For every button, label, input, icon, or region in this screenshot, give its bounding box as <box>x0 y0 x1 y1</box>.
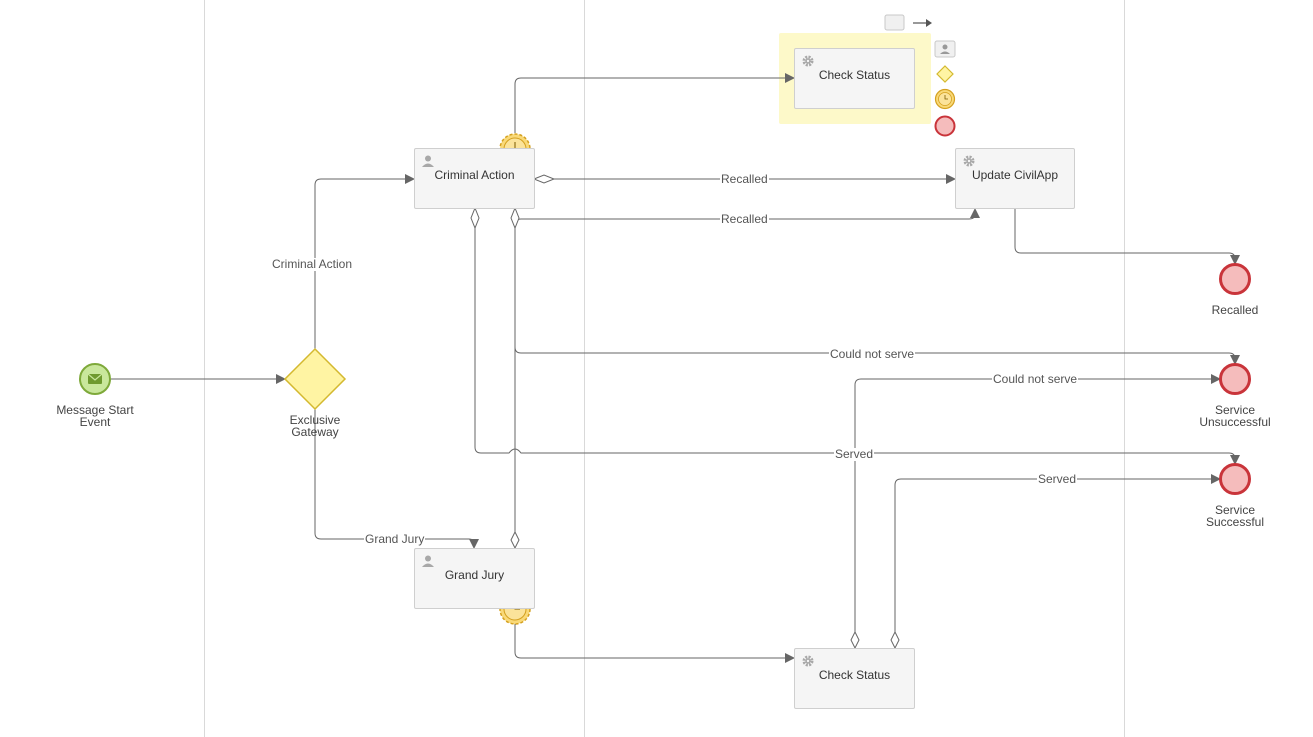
task-check-status-selected[interactable]: Check Status <box>794 48 915 109</box>
flow-gateway-to-criminal-action[interactable] <box>314 174 415 349</box>
flow-source-diamond <box>470 206 480 230</box>
flow-source-diamond <box>510 530 520 550</box>
flow-update-to-recalled[interactable] <box>1014 209 1240 265</box>
flow-could-not-serve-2[interactable] <box>854 374 1221 632</box>
lane-divider-2 <box>584 0 585 737</box>
task-label: Check Status <box>818 668 891 682</box>
timer-event-icon[interactable] <box>934 88 956 110</box>
flow-grand-timer-to-check-status[interactable] <box>514 624 795 663</box>
flow-label-served-2: Served <box>1037 472 1078 486</box>
task-update-civilapp[interactable]: Update CivilApp <box>955 148 1075 209</box>
user-icon <box>422 155 434 167</box>
gateway-icon[interactable] <box>936 65 954 83</box>
flow-label-recalled-1: Recalled <box>720 172 769 186</box>
end-event-service-unsuccessful[interactable] <box>1219 363 1251 395</box>
flow-label-served-1: Served <box>834 447 875 461</box>
end-recalled-label: Recalled <box>1211 303 1259 317</box>
flow-label-grand-jury: Grand Jury <box>364 532 426 546</box>
gear-icon <box>963 155 975 167</box>
flow-label-criminal-action: Criminal Action <box>271 257 354 271</box>
lane-divider-1 <box>204 0 205 737</box>
flow-criminal-timer-to-check-status[interactable] <box>514 73 795 133</box>
flow-label-recalled-2: Recalled <box>720 212 769 226</box>
message-start-event[interactable] <box>79 363 111 395</box>
annotation-icon[interactable] <box>884 14 905 31</box>
connect-arrow-icon[interactable] <box>913 19 932 27</box>
task-grand-jury[interactable]: Grand Jury <box>414 548 535 609</box>
gear-icon <box>802 55 814 67</box>
lane-divider-3 <box>1124 0 1125 737</box>
end-event-icon[interactable] <box>934 115 956 137</box>
task-label: Check Status <box>818 68 891 82</box>
envelope-icon <box>87 373 103 384</box>
flow-label-could-not-serve-2: Could not serve <box>992 372 1079 386</box>
flow-label-could-not-serve-1: Could not serve <box>829 347 916 361</box>
user-task-icon[interactable] <box>934 40 956 58</box>
gear-icon <box>802 655 814 667</box>
context-pad <box>884 14 956 137</box>
exclusive-gateway[interactable] <box>283 347 347 411</box>
user-icon <box>422 555 434 567</box>
end-event-recalled[interactable] <box>1219 263 1251 295</box>
flow-source-diamond <box>532 174 556 184</box>
task-label: Grand Jury <box>444 568 505 582</box>
task-label: Criminal Action <box>434 168 515 182</box>
end-event-service-successful[interactable] <box>1219 463 1251 495</box>
task-label: Update CivilApp <box>971 168 1059 182</box>
flow-source-diamond <box>890 630 900 650</box>
flow-could-not-serve-1[interactable] <box>514 228 1240 365</box>
flow-source-diamond <box>850 630 860 650</box>
flow-served-2[interactable] <box>894 474 1221 632</box>
task-criminal-action[interactable]: Criminal Action <box>414 148 535 209</box>
task-check-status-bottom[interactable]: Check Status <box>794 648 915 709</box>
flow-source-diamond <box>510 206 520 230</box>
